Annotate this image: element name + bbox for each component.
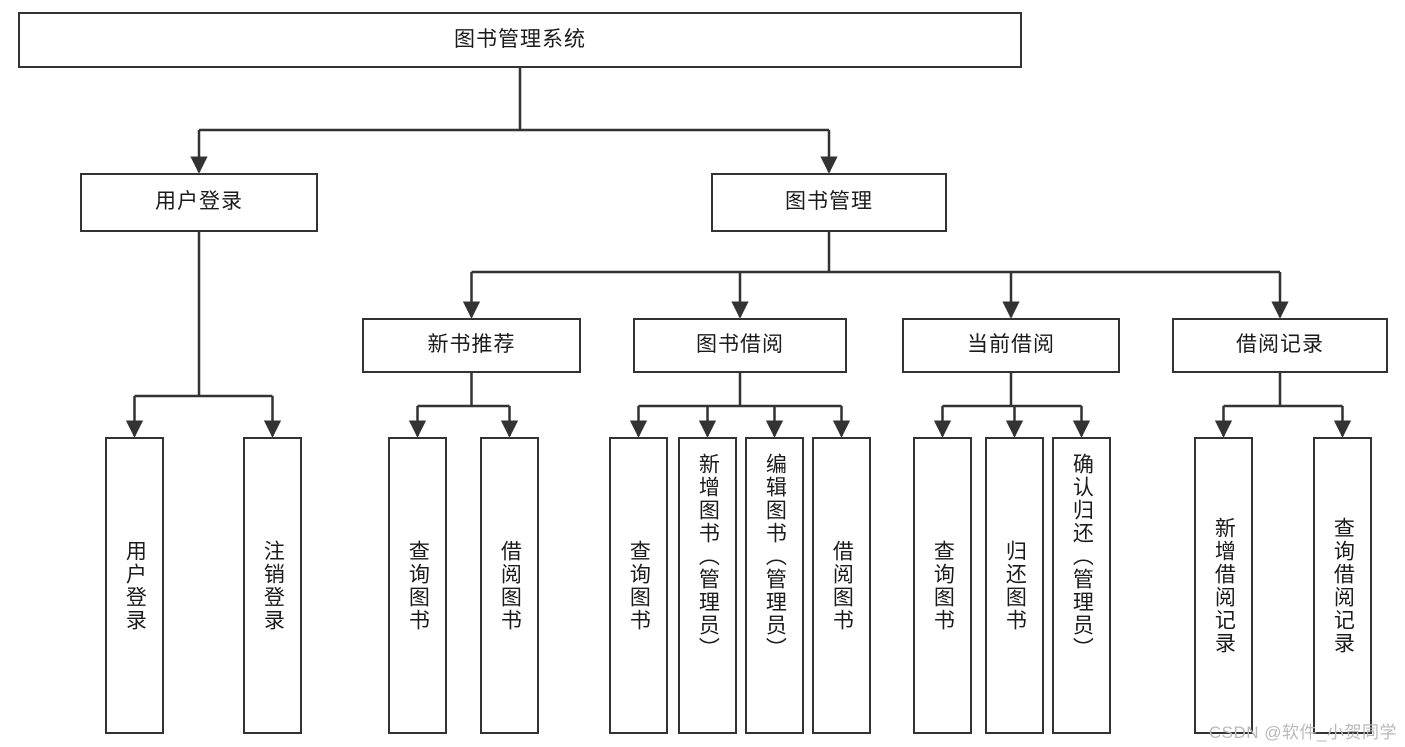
node-label: 借阅图书 (830, 539, 854, 632)
node-leaf-borrow-query[interactable]: 查询图书 (609, 437, 668, 734)
node-leaf-borrow-book[interactable]: 借阅图书 (812, 437, 871, 734)
node-leaf-add-book[interactable]: 新增图书（管理员） (678, 437, 737, 734)
node-user-login[interactable]: 用户登录 (80, 173, 318, 232)
node-current-borrow[interactable]: 当前借阅 (902, 318, 1120, 373)
node-leaf-user-login[interactable]: 用户登录 (105, 437, 164, 734)
node-label: 借阅记录 (1236, 333, 1324, 357)
node-label: 查询借阅记录 (1331, 516, 1355, 655)
node-leaf-edit-book[interactable]: 编辑图书（管理员） (745, 437, 804, 734)
node-label: 编辑图书（管理员） (763, 453, 787, 660)
node-leaf-logout[interactable]: 注销登录 (243, 437, 302, 734)
node-label: 用户登录 (123, 539, 147, 632)
node-root[interactable]: 图书管理系统 (18, 12, 1022, 68)
node-label: 查询图书 (406, 539, 430, 632)
node-book-manage[interactable]: 图书管理 (711, 173, 947, 232)
node-leaf-confirm-return[interactable]: 确认归还（管理员） (1052, 437, 1111, 734)
node-label: 图书管理 (785, 190, 873, 214)
node-leaf-rec-query[interactable]: 查询图书 (388, 437, 447, 734)
node-label: 新增图书（管理员） (696, 453, 720, 660)
node-leaf-cur-query[interactable]: 查询图书 (913, 437, 972, 734)
node-leaf-return-book[interactable]: 归还图书 (985, 437, 1044, 734)
node-borrow-record[interactable]: 借阅记录 (1172, 318, 1388, 373)
node-label: 注销登录 (261, 539, 285, 632)
node-new-book-rec[interactable]: 新书推荐 (362, 318, 581, 373)
node-label: 新增借阅记录 (1212, 516, 1236, 655)
node-label: 确认归还（管理员） (1070, 453, 1094, 660)
node-label: 图书借阅 (696, 333, 784, 357)
node-label: 查询图书 (931, 539, 955, 632)
node-label: 新书推荐 (427, 333, 516, 357)
node-book-borrow[interactable]: 图书借阅 (633, 318, 847, 373)
watermark-label: CSDN @软件_小贺同学 (1208, 723, 1397, 742)
node-label: 借阅图书 (498, 539, 522, 632)
node-leaf-rec-borrow[interactable]: 借阅图书 (480, 437, 539, 734)
node-label: 当前借阅 (967, 333, 1055, 357)
node-leaf-query-record[interactable]: 查询借阅记录 (1313, 437, 1372, 734)
node-leaf-add-record[interactable]: 新增借阅记录 (1194, 437, 1253, 734)
node-label: 图书管理系统 (454, 27, 586, 51)
node-label: 归还图书 (1003, 539, 1027, 632)
node-label: 用户登录 (155, 190, 243, 214)
node-label: 查询图书 (627, 539, 651, 632)
